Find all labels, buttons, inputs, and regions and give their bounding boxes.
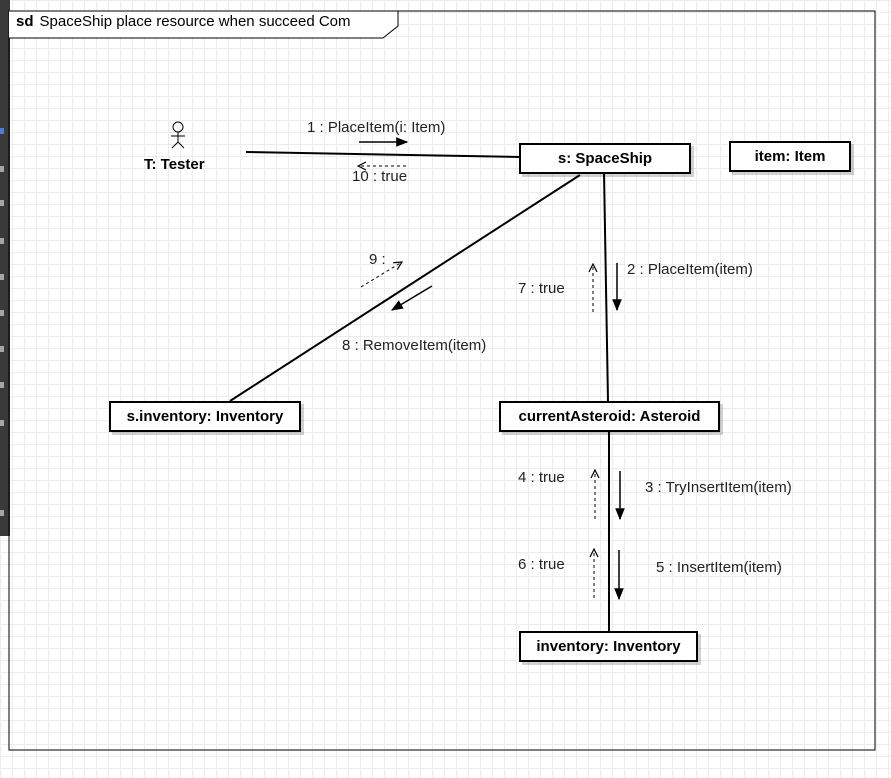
toolbar-mark	[0, 346, 4, 352]
toolbar-mark	[0, 510, 4, 516]
actor-icon[interactable]	[171, 121, 185, 149]
message-label-10: 10 : true	[352, 168, 408, 185]
link-tester-spaceship[interactable]	[245, 151, 521, 158]
toolbar-mark	[0, 382, 4, 388]
message-arrow-8[interactable]	[390, 285, 433, 311]
message-label-4: 4 : true	[518, 469, 565, 486]
message-label-3: 3 : TryInsertItem(item)	[645, 479, 792, 496]
frame-title-tab	[9, 10, 399, 39]
object-current-asteroid[interactable]: currentAsteroid: Asteroid	[499, 401, 720, 432]
toolbar-mark	[0, 128, 4, 134]
toolbar-mark	[0, 238, 4, 244]
link-spaceship-shipinventory[interactable]	[229, 174, 581, 402]
message-label-1: 1 : PlaceItem(i: Item)	[307, 119, 446, 136]
toolbar-mark	[0, 274, 4, 280]
object-item[interactable]: item: Item	[729, 141, 851, 172]
object-inventory[interactable]: inventory: Inventory	[519, 631, 698, 662]
object-ship-inventory[interactable]: s.inventory: Inventory	[109, 401, 301, 432]
left-toolbar-strip	[0, 0, 10, 536]
frame-title[interactable]: sd SpaceShip place resource when succeed …	[16, 13, 351, 30]
message-arrow-9[interactable]	[360, 262, 402, 288]
toolbar-mark	[0, 166, 4, 172]
toolbar-mark	[0, 420, 4, 426]
message-label-9: 9 :	[369, 251, 386, 268]
message-label-7: 7 : true	[518, 280, 565, 297]
message-label-8: 8 : RemoveItem(item)	[342, 337, 487, 354]
message-label-6: 6 : true	[518, 556, 565, 573]
link-spaceship-asteroid[interactable]	[603, 171, 609, 403]
frame-title-text: SpaceShip place resource when succeed Co…	[39, 13, 351, 30]
message-label-5: 5 : InsertItem(item)	[656, 559, 782, 576]
object-spaceship[interactable]: s: SpaceShip	[519, 143, 691, 174]
toolbar-mark	[0, 200, 4, 206]
frame-keyword: sd	[16, 13, 34, 30]
diagram-frame	[8, 10, 876, 751]
toolbar-mark	[0, 310, 4, 316]
message-label-2: 2 : PlaceItem(item)	[627, 261, 753, 278]
actor-label[interactable]: T: Tester	[144, 156, 205, 173]
